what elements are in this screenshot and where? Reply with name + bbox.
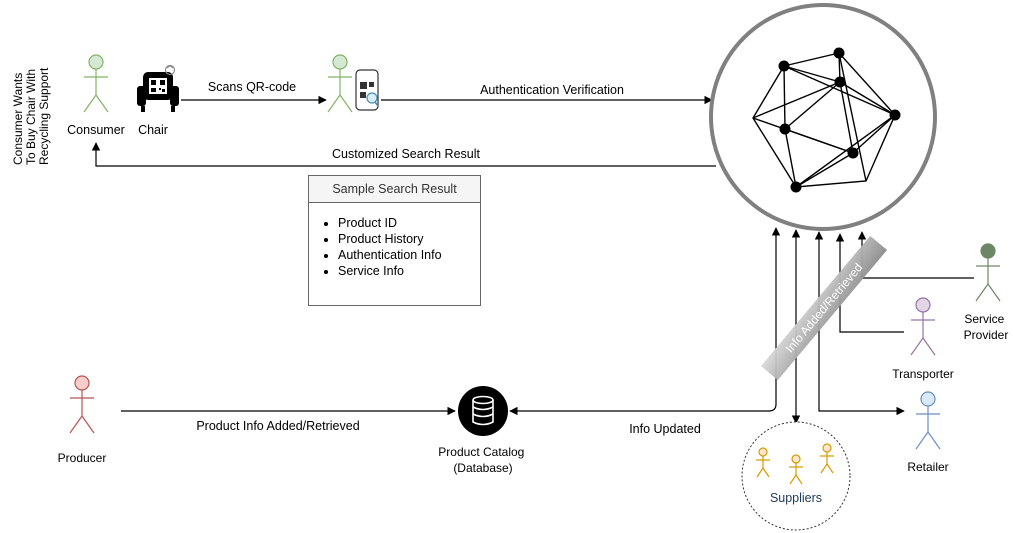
supplier-actor-icon [756, 447, 770, 478]
search-result-list: Product ID Product History Authenticatio… [309, 215, 480, 279]
result-label: Customized Search Result [332, 147, 481, 161]
side-note: Consumer Wants To Buy Chair With Recycli… [11, 66, 51, 165]
list-item: Authentication Info [338, 247, 480, 263]
transporter-actor-icon[interactable] [910, 297, 936, 356]
list-item: Product ID [338, 215, 480, 231]
retailer-actor-icon[interactable] [915, 391, 941, 450]
transporter-hub-arrow [835, 233, 904, 333]
list-item: Service Info [338, 263, 480, 279]
info-added-label: Info Added/Retrieved [783, 261, 866, 356]
producer-actor-icon[interactable] [69, 375, 95, 434]
service-provider-actor-icon[interactable] [975, 243, 1001, 302]
consumer-label: Consumer [67, 123, 125, 137]
catalog-label: Product Catalog (Database) [438, 445, 527, 475]
sample-search-result-box: Sample Search Result Product ID Product … [308, 175, 481, 306]
product-info-label: Product Info Added/Retrieved [196, 419, 359, 433]
supplier-actor-icon [820, 443, 834, 474]
catalog-hub-arrow [509, 227, 781, 416]
retailer-label: Retailer [907, 460, 948, 474]
chair-qr-icon[interactable] [137, 64, 179, 113]
search-result-title: Sample Search Result [309, 176, 480, 203]
suppliers-label: Suppliers [770, 491, 822, 505]
list-item: Product History [338, 231, 480, 247]
suppliers-group[interactable]: Suppliers [741, 421, 851, 531]
supplier-actor-icon [789, 454, 803, 485]
scan-label: Scans QR-code [208, 80, 296, 94]
info-updated-label: Info Updated [629, 422, 701, 436]
database-icon[interactable] [458, 386, 508, 436]
producer-label: Producer [58, 451, 107, 465]
chair-label: Chair [138, 123, 168, 137]
transporter-label: Transporter [892, 367, 954, 381]
auth-label: Authentication Verification [480, 83, 624, 97]
result-arrow [91, 142, 716, 167]
service-provider-label: Service Provider [964, 312, 1009, 342]
consumer-actor-icon[interactable] [83, 54, 109, 113]
scanning-consumer-icon[interactable] [327, 54, 379, 113]
retailer-hub-arrow [814, 231, 905, 416]
info-added-band: Info Added/Retrieved [760, 235, 888, 381]
network-hub[interactable] [709, 3, 937, 231]
